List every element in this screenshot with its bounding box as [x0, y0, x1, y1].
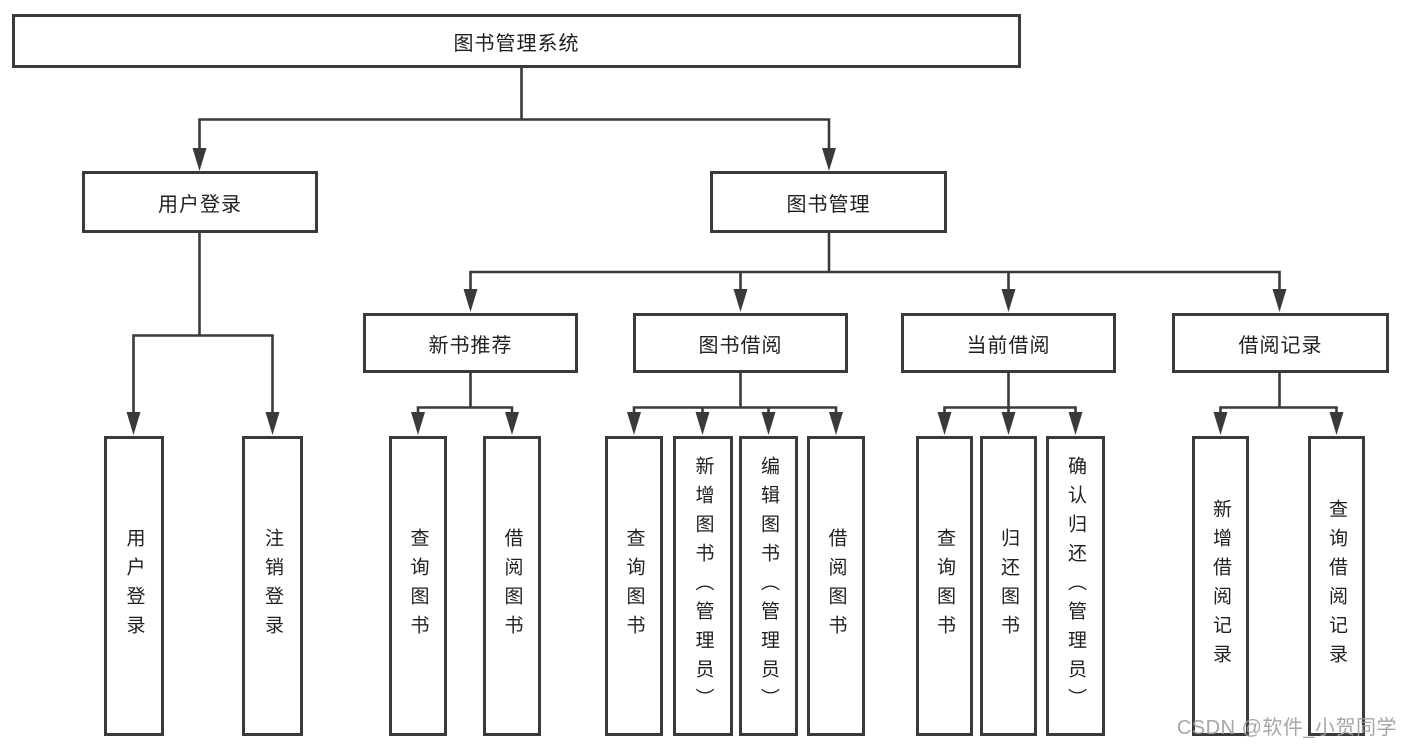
leaf-borrow-books-1: 借阅图书	[483, 436, 541, 736]
leaf-confirm-return-admin: 确认归还（管理员）	[1046, 436, 1105, 736]
node-new-book-recommend: 新书推荐	[363, 313, 578, 373]
leaf-query-books-1: 查询图书	[389, 436, 447, 736]
node-current-borrowing: 当前借阅	[901, 313, 1116, 373]
node-borrowing-records: 借阅记录	[1172, 313, 1389, 373]
leaf-logout: 注销登录	[242, 436, 303, 736]
leaf-add-books-admin: 新增图书（管理员）	[673, 436, 733, 736]
leaf-query-books-3: 查询图书	[916, 436, 973, 736]
node-book-management-module: 图书管理	[710, 171, 947, 233]
leaf-return-books: 归还图书	[980, 436, 1037, 736]
node-book-borrowing: 图书借阅	[633, 313, 848, 373]
csdn-watermark: CSDN @软件_小贺同学	[1176, 717, 1397, 739]
leaf-user-login: 用户登录	[104, 436, 164, 736]
leaf-query-books-2: 查询图书	[605, 436, 663, 736]
node-user-login-module: 用户登录	[82, 171, 318, 233]
leaf-borrow-books-2: 借阅图书	[807, 436, 865, 736]
leaf-query-borrow-record: 查询借阅记录	[1308, 436, 1365, 736]
node-root-library-system: 图书管理系统	[12, 14, 1021, 68]
leaf-edit-books-admin: 编辑图书（管理员）	[739, 436, 798, 736]
leaf-add-borrow-record: 新增借阅记录	[1192, 436, 1249, 736]
